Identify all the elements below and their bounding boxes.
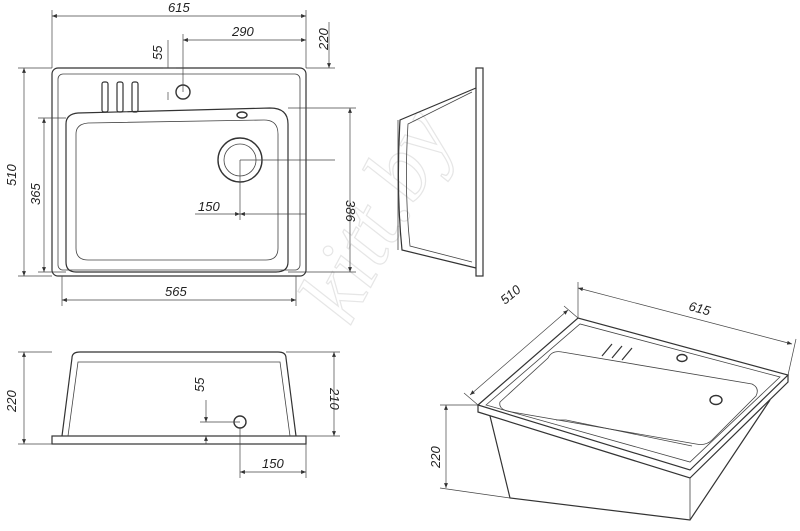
dim-front-drain-height: 55 (192, 377, 207, 392)
side-bowl-profile (397, 87, 477, 269)
dim-hole-offset: 290 (231, 24, 254, 39)
iso-body (489, 399, 771, 521)
front-rim (51, 435, 307, 445)
dim-depth-back: 220 (316, 28, 331, 51)
dim-front-height: 220 (4, 390, 19, 413)
dim-iso-height: 220 (428, 446, 443, 469)
dim-hole-edge: 55 (150, 45, 165, 60)
dim-front-drain-offset: 150 (262, 456, 284, 471)
overflow-hole (236, 111, 248, 119)
slot (131, 81, 139, 113)
front-view: 220 210 55 150 (4, 351, 342, 478)
side-bowl-inner (406, 91, 473, 263)
top-rim-outer (51, 67, 307, 277)
top-rim-inner (57, 73, 301, 271)
side-flange (475, 67, 484, 277)
dim-front-inner: 210 (327, 387, 342, 410)
slot (116, 81, 124, 113)
slot (101, 81, 109, 113)
watermark: kitt.by (280, 94, 472, 337)
dim-width-total: 615 (168, 0, 190, 15)
dim-bowl-depth-right: 386 (343, 200, 358, 222)
dim-bowl-depth: 365 (28, 183, 43, 205)
iso-tap-hole (676, 353, 688, 363)
dim-iso-depth: 510 (497, 281, 524, 307)
iso-drain-hole (709, 394, 723, 406)
iso-view: 510 615 220 (428, 281, 797, 521)
dim-depth-total: 510 (4, 164, 19, 186)
bowl-outline-inner (75, 119, 279, 261)
bowl-outline-outer (65, 107, 289, 273)
dim-drain-offset: 150 (198, 199, 220, 214)
side-view (397, 67, 484, 277)
dim-iso-width: 615 (687, 298, 713, 318)
dim-bowl-width: 565 (165, 284, 187, 299)
front-bowl (61, 351, 297, 437)
top-view: 615 290 55 220 510 365 386 150 (4, 0, 358, 306)
iso-rim-top (476, 317, 790, 471)
